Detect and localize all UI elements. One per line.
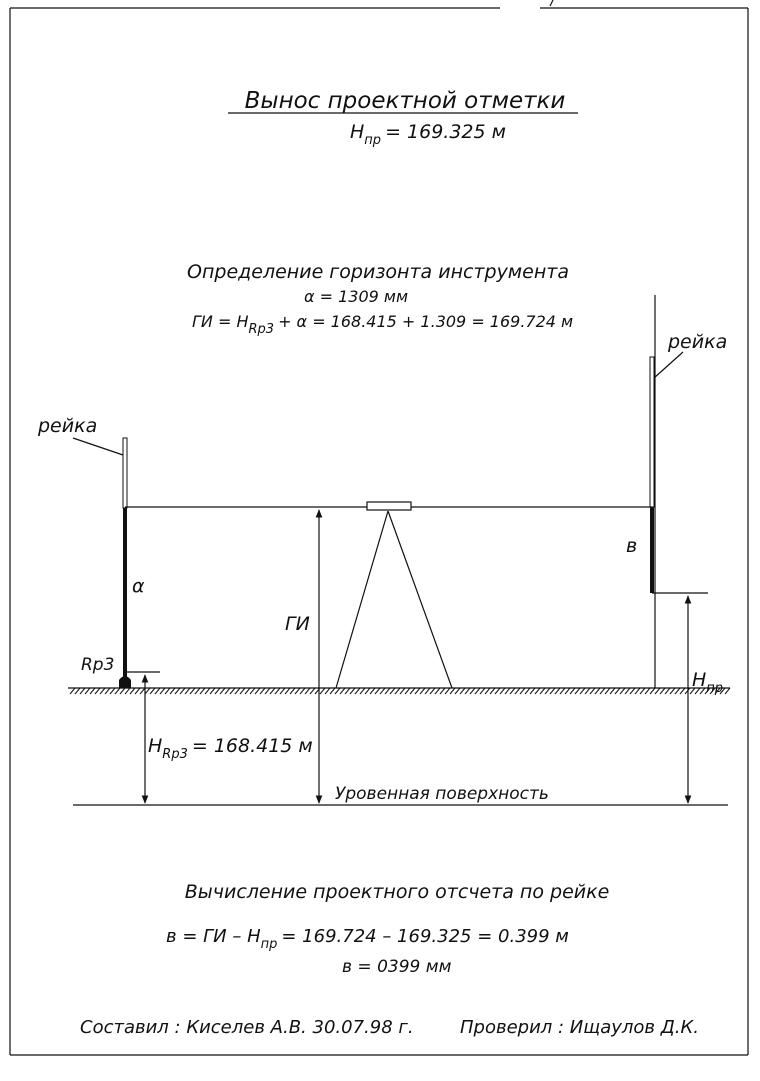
gi-formula: ГИ = HRp3+ α = 168.415 + 1.309 = 169.724…: [192, 312, 573, 337]
rod-right-leader: [653, 351, 684, 379]
title-text: Вынос проектной отметки: [245, 88, 566, 114]
calculation-result: в = 0399 мм: [342, 957, 452, 977]
project-elevation: Hпр= 169.325 м: [350, 121, 506, 148]
rod-left-leader: [72, 437, 124, 456]
instrument-horizon-heading: Определение горизонта инструмента: [187, 261, 569, 283]
ground-hatching: [69, 687, 731, 695]
compiled-by: Составил : Киселев А.В. 30.07.98 г.: [80, 1017, 414, 1038]
corner-mark: [549, 0, 554, 7]
tripod-leg-left: [335, 510, 389, 689]
calculation-heading: Вычисление проектного отсчета по рейке: [185, 881, 610, 903]
h-rp3-label: HRp3= 168.415 м: [148, 735, 313, 762]
tripod-leg-right: [387, 510, 453, 689]
gi-label: ГИ: [285, 613, 310, 635]
left-rod: [119, 437, 131, 688]
reading-a-label: α: [132, 575, 145, 597]
hpr-label: Hпр: [692, 669, 723, 696]
rod-right-label: рейка: [667, 331, 727, 353]
benchmark-rp3-label: Rp3: [81, 655, 114, 675]
level-surface-label: Уровенная поверхность: [335, 784, 549, 804]
calculation-formula: в = ГИ – Hпр= 169.724 – 169.325 = 0.399 …: [166, 926, 569, 952]
rod-left-label: рейка: [37, 415, 97, 437]
right-rod: [649, 295, 656, 688]
level-instrument: [366, 501, 412, 511]
checked-by: Проверил : Ищаулов Д.К.: [460, 1017, 699, 1038]
a-reading-line: α = 1309 мм: [304, 287, 408, 306]
reading-b-label: в: [626, 535, 637, 557]
benchmark-rp3-marker: [119, 676, 131, 688]
